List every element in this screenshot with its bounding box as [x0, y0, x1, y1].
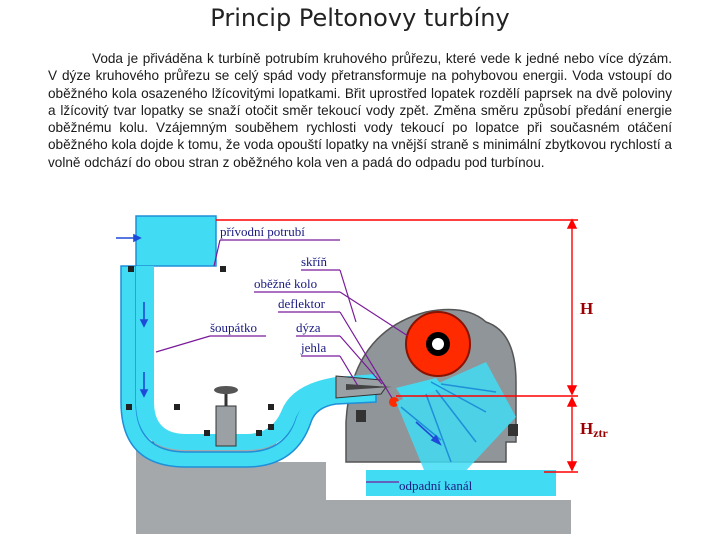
label-dyza: dýza: [296, 320, 321, 335]
runner-wheel: [405, 311, 471, 377]
label-skrin: skříň: [301, 254, 328, 269]
label-head-h: H: [580, 299, 593, 318]
deflector: [389, 397, 399, 407]
label-head-hztr: Hztr: [580, 419, 609, 440]
water-jet: [396, 362, 516, 492]
gate-valve: [214, 386, 238, 447]
label-obezne-kolo: oběžné kolo: [254, 276, 317, 291]
description-paragraph: Voda je přiváděna k turbíně potrubím kru…: [48, 51, 672, 170]
pointer-lines: [155, 239, 409, 483]
pipe-flanges: [126, 266, 274, 436]
height-dimensions: [216, 218, 578, 473]
flow-arrows: [116, 233, 442, 446]
label-odpadni-kanal: odpadní kanál: [399, 478, 473, 493]
label-jehla: jehla: [300, 340, 326, 355]
slide-title: Princip Peltonovy turbíny: [210, 4, 510, 32]
tailrace-channel: [366, 470, 556, 496]
label-privodni-potrubi: přívodní potrubí: [220, 224, 305, 239]
label-deflektor: deflektor: [278, 296, 326, 311]
pelton-turbine-diagram: přívodní potrubí skříň oběžné kolo defle…: [116, 215, 609, 534]
supply-pipe: [120, 215, 377, 468]
label-soupatko: šoupátko: [210, 320, 257, 335]
